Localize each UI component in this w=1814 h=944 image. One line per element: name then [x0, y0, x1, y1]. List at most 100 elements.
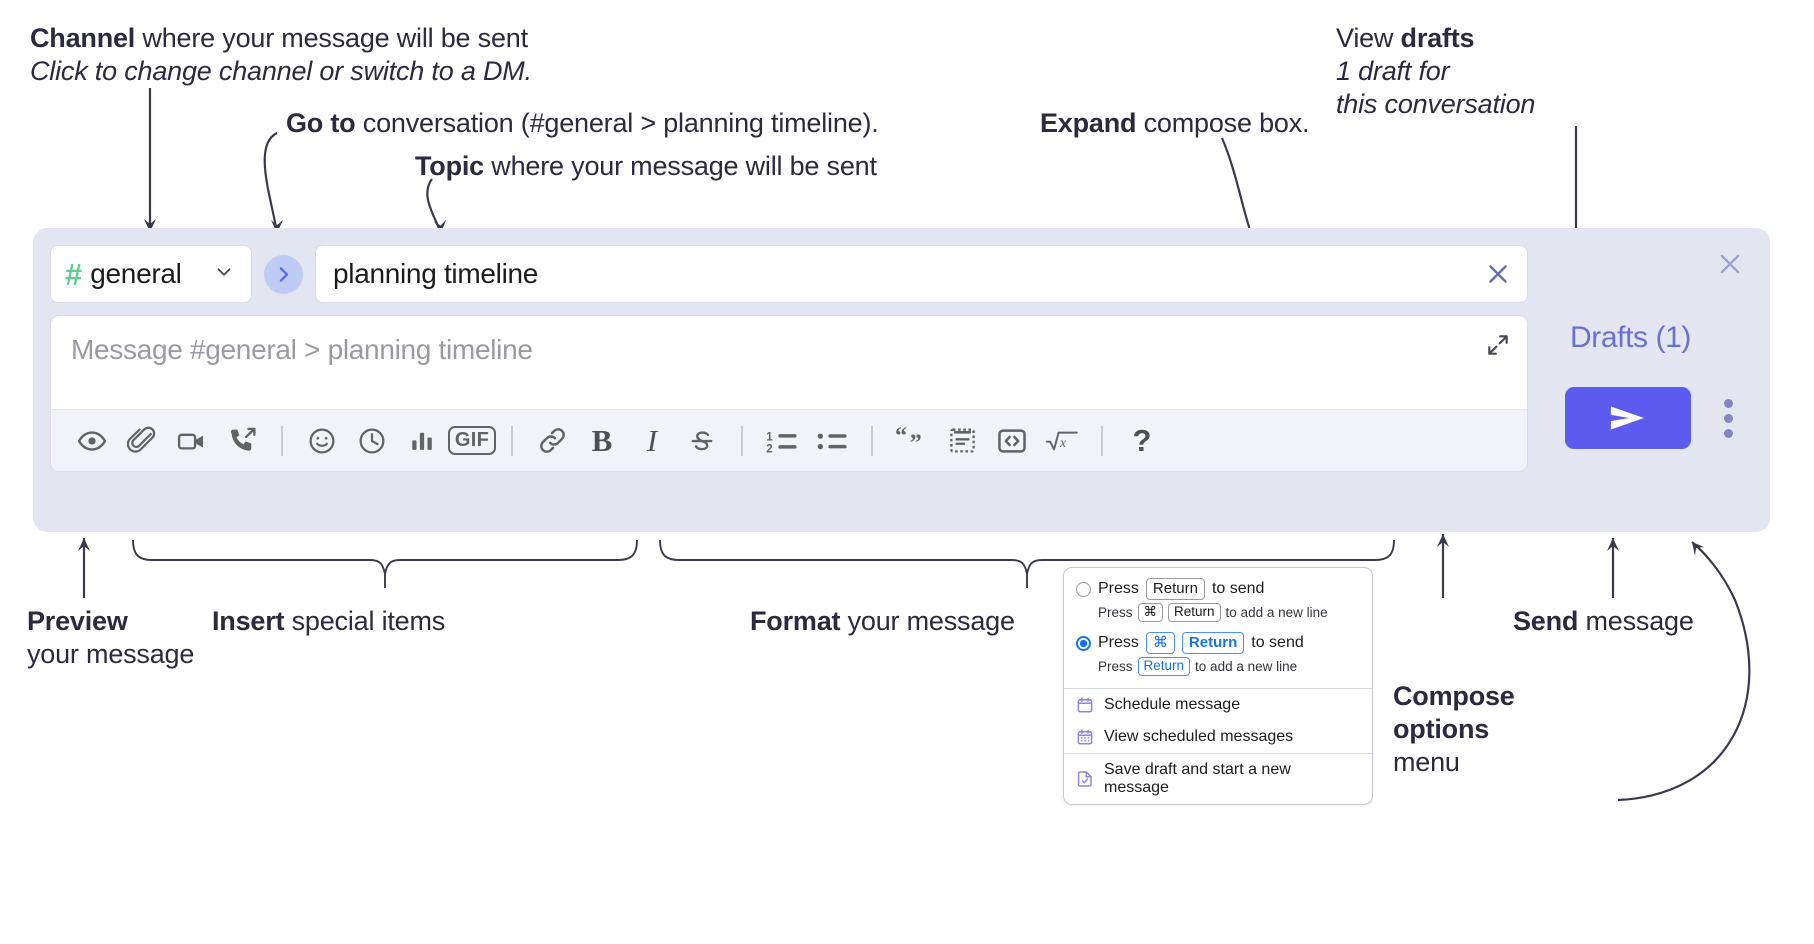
annotation-channel-bold: Channel	[30, 23, 136, 53]
toolbar-separator	[741, 425, 743, 456]
menu-item-schedule-message[interactable]: Schedule message	[1064, 689, 1372, 721]
annotation-goto: Go to conversation (#general > planning …	[286, 107, 879, 140]
key-return: Return	[1181, 632, 1245, 654]
annotation-preview: Preview your message	[27, 605, 194, 671]
inline-code-icon[interactable]	[987, 418, 1037, 464]
annotation-drafts-sub1: 1 draft for	[1336, 55, 1450, 86]
compose-right-panel: Drafts (1)	[1548, 228, 1770, 532]
option1-post: to send	[1211, 580, 1265, 597]
svg-text:1: 1	[766, 431, 773, 443]
option2-hint: Press Return to add a new line	[1064, 655, 1372, 680]
topic-input[interactable]: planning timeline	[315, 245, 1528, 303]
blockquote-icon[interactable]: “ ”	[887, 418, 937, 464]
hash-icon: #	[65, 256, 82, 292]
annotation-format-bold: Format	[750, 606, 841, 636]
compose-widget: # general planning timeline	[33, 228, 1770, 532]
svg-text:”: ”	[910, 429, 922, 455]
poll-bar-chart-icon[interactable]	[397, 418, 447, 464]
menu-item-view-scheduled-messages[interactable]: View scheduled messages	[1064, 721, 1372, 753]
compose-options-menu-button[interactable]	[1708, 396, 1748, 440]
key-return: Return	[1168, 603, 1221, 622]
svg-text:“: “	[895, 426, 907, 449]
annotation-drafts: View drafts 1 draft for this conversatio…	[1336, 22, 1535, 121]
radio-selected-icon[interactable]	[1076, 635, 1091, 651]
gif-icon[interactable]: GIF	[447, 418, 497, 464]
message-input[interactable]: Message #general > planning timeline	[51, 316, 1527, 409]
clear-topic-icon[interactable]	[1483, 259, 1513, 289]
annotation-compose-options-l2: options	[1393, 713, 1490, 744]
kebab-dot	[1723, 413, 1733, 423]
drafts-link[interactable]: Drafts (1)	[1570, 321, 1692, 354]
audio-call-icon[interactable]	[217, 418, 267, 464]
compose-main-column: # general planning timeline	[50, 245, 1528, 472]
option2-pre: Press	[1098, 634, 1139, 651]
channel-name-label: general	[90, 258, 182, 289]
annotation-channel-rest: where your message will be sent	[135, 23, 528, 53]
option1-pre: Press	[1098, 580, 1139, 597]
svg-text:x: x	[1059, 435, 1066, 450]
option2-post: to send	[1251, 634, 1304, 651]
menu-item-label: Save draft and start a new message	[1104, 761, 1291, 796]
close-compose-icon[interactable]	[1712, 246, 1748, 282]
menu-item-save-draft[interactable]: Save draft and start a new message	[1064, 754, 1372, 804]
compose-options-popup: Press Return to send Press ⌘ Return to a…	[1063, 567, 1373, 805]
annotation-insert-rest: special items	[284, 606, 446, 636]
annotation-preview-sub: your message	[27, 638, 195, 669]
preview-icon[interactable]	[67, 418, 117, 464]
menu-item-label: Schedule message	[1104, 696, 1241, 713]
goto-conversation-button[interactable]	[264, 254, 303, 294]
annotation-expand: Expand compose box.	[1040, 107, 1310, 140]
option2-sub-pre: Press	[1098, 659, 1133, 674]
svg-text:2: 2	[766, 443, 772, 455]
key-command: ⌘	[1145, 632, 1175, 654]
reminder-clock-icon[interactable]	[347, 418, 397, 464]
annotation-topic-bold: Topic	[415, 151, 484, 181]
toolbar-separator	[871, 425, 873, 456]
radio-unselected-icon[interactable]	[1076, 581, 1091, 597]
link-icon[interactable]	[527, 418, 577, 464]
toolbar-separator	[1101, 425, 1103, 456]
bulleted-list-icon[interactable]	[807, 418, 857, 464]
math-sqrt-icon[interactable]: x	[1037, 418, 1087, 464]
option-press-return-to-send[interactable]: Press Return to send	[1064, 577, 1372, 601]
annotation-topic: Topic where your message will be sent	[415, 150, 877, 183]
code-block-icon[interactable]	[937, 418, 987, 464]
option2-sub-post: to add a new line	[1195, 659, 1298, 674]
strikethrough-icon[interactable]	[677, 418, 727, 464]
kebab-dot	[1723, 398, 1733, 408]
annotation-preview-bold: Preview	[27, 606, 128, 636]
annotation-insert: Insert special items	[212, 605, 445, 638]
video-icon[interactable]	[167, 418, 217, 464]
save-draft-icon	[1076, 770, 1094, 788]
compose-header-row: # general planning timeline	[50, 245, 1528, 303]
option1-sub-post: to add a new line	[1225, 605, 1328, 620]
key-return: Return	[1137, 657, 1191, 676]
popup-divider	[1064, 688, 1372, 689]
option-press-cmd-return-to-send[interactable]: Press ⌘ Return to send	[1064, 631, 1372, 655]
channel-selector[interactable]: # general	[50, 245, 252, 303]
menu-item-label: View scheduled messages	[1104, 728, 1294, 745]
annotation-send: Send message	[1513, 605, 1694, 638]
ordered-list-icon[interactable]: 1 2	[757, 418, 807, 464]
expand-compose-icon[interactable]	[1485, 332, 1511, 358]
annotation-drafts-sub2: this conversation	[1336, 88, 1536, 119]
chevron-down-icon	[213, 261, 235, 288]
annotation-expand-bold: Expand	[1040, 108, 1137, 138]
annotation-channel-sub: Click to change channel or switch to a D…	[30, 55, 532, 86]
key-command: ⌘	[1137, 603, 1164, 622]
calendar-clock-icon	[1076, 696, 1094, 714]
popup-divider	[1064, 753, 1372, 754]
kebab-dot	[1723, 428, 1733, 438]
annotation-expand-rest: compose box.	[1136, 108, 1310, 138]
key-return: Return	[1145, 578, 1205, 600]
annotation-drafts-plain: View	[1336, 23, 1401, 53]
send-button[interactable]	[1565, 387, 1691, 449]
emoji-icon[interactable]	[297, 418, 347, 464]
bold-icon[interactable]: B	[591, 422, 613, 458]
option1-sub-pre: Press	[1098, 605, 1133, 620]
italic-icon[interactable]: I	[646, 422, 658, 458]
attachment-icon[interactable]	[117, 418, 167, 464]
formatting-help-icon[interactable]: ?	[1132, 422, 1152, 458]
topic-value: planning timeline	[333, 258, 539, 289]
